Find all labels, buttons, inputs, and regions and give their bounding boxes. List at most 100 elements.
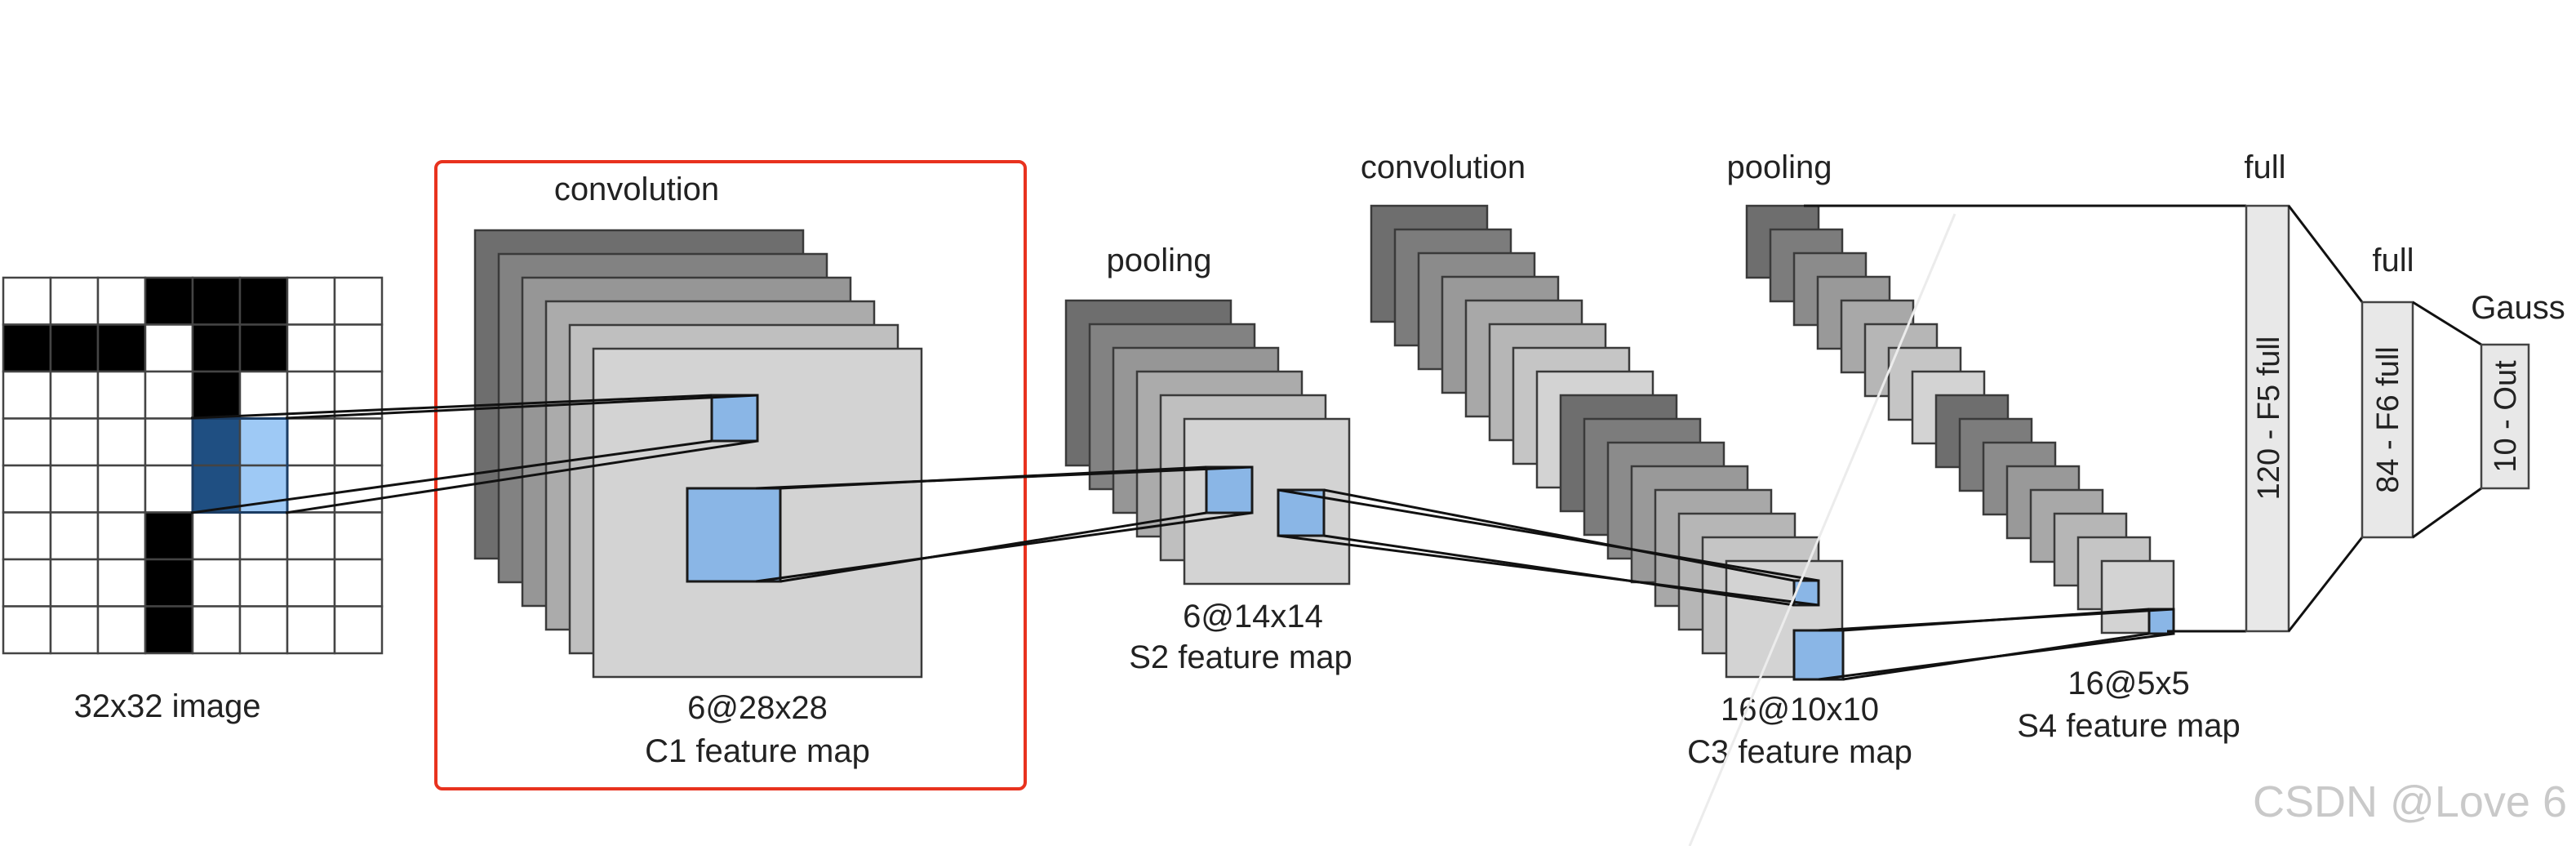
f6-to-out-bottom-line: [2412, 487, 2482, 539]
c1-feature-map-stack: [473, 229, 923, 679]
input-grid-cell: [144, 464, 194, 514]
input-grid-cell: [144, 276, 194, 326]
input-grid-cell: [333, 323, 384, 373]
input-grid-cell: [238, 276, 289, 326]
input-grid-cell: [49, 558, 100, 608]
s2-feature-map-stack: [1064, 299, 1351, 586]
connection-line: [755, 465, 1253, 490]
input-grid-cell: [238, 558, 289, 608]
input-grid-cell: [96, 605, 147, 655]
f5-fully-connected-layer: [2245, 204, 2290, 633]
input-grid-cell: [191, 558, 242, 608]
input-grid-cell: [96, 276, 147, 326]
f5-name-label: 120 - F5 full: [2252, 336, 2286, 501]
input-grid-cell: [49, 417, 100, 467]
input-grid-cell: [2, 323, 52, 373]
input-grid-cell: [286, 605, 336, 655]
input-grid-cell: [191, 605, 242, 655]
connection-line: [1277, 488, 1819, 582]
input-grid-cell: [191, 276, 242, 326]
input-grid-cell: [191, 417, 242, 467]
connection-line: [285, 394, 758, 420]
c1-pooling-window: [686, 487, 782, 583]
receptive-field-connections: [190, 394, 2174, 681]
input-grid-cell: [49, 276, 100, 326]
input-grid-cell: [191, 323, 242, 373]
input-grid-cell: [238, 511, 289, 561]
connection-line: [1818, 608, 2174, 632]
f6-operation-label: full: [2372, 243, 2414, 278]
connection-line: [1323, 488, 1795, 582]
output-operation-label: Gauss: [2471, 290, 2565, 326]
input-receptive-patch: [191, 417, 289, 514]
f5-to-f6-top-line: [2287, 205, 2364, 303]
input-grid-cell: [49, 323, 100, 373]
c3-pooling-window: [1792, 629, 1845, 681]
s4-feature-map-stack: [1745, 204, 2175, 635]
s4-name-label: S4 feature map: [2017, 708, 2241, 744]
input-grid-cell: [49, 511, 100, 561]
input-grid-cell: [286, 511, 336, 561]
input-grid-cell: [238, 370, 289, 420]
background-diagonal-line: [1688, 213, 1956, 846]
connection-line: [190, 439, 713, 514]
s2-operation-label: pooling: [1106, 243, 1211, 278]
input-grid-cell: [2, 511, 52, 561]
input-grid-cell: [191, 464, 242, 514]
s2-size-label: 6@14x14: [1183, 599, 1323, 634]
input-grid-cell: [2, 276, 52, 326]
input-grid-cell: [286, 323, 336, 373]
input-grid-cell: [2, 605, 52, 655]
input-grid-cell: [96, 558, 147, 608]
output-layer: [2480, 343, 2530, 490]
c1-receptive-field: [710, 394, 759, 443]
output-name-label: 10 - Out: [2489, 360, 2523, 473]
c3-size-label: 16@10x10: [1721, 692, 1879, 728]
input-grid-cell: [2, 464, 52, 514]
input-grid-cell: [333, 511, 384, 561]
c3-name-label: C3 feature map: [1687, 734, 1912, 770]
connection-line: [1818, 632, 2174, 681]
input-grid-cell: [49, 464, 100, 514]
input-grid-cell: [96, 511, 147, 561]
input-grid-cell: [144, 605, 194, 655]
f6-to-out-top-line: [2412, 301, 2482, 346]
input-grid-cell: [144, 323, 194, 373]
connection-line: [1277, 534, 1819, 607]
c1-operation-label: convolution: [554, 171, 719, 207]
input-grid-cell: [286, 558, 336, 608]
connection-line: [755, 511, 1253, 583]
f5-operation-label: full: [2244, 149, 2285, 185]
watermark: CSDN @Love 6: [2253, 777, 2567, 826]
input-grid-cell: [191, 511, 242, 561]
input-grid-cell: [2, 417, 52, 467]
s2-pooled-unit: [1205, 465, 1254, 514]
input-grid-cell: [286, 417, 336, 467]
input-grid-cell: [238, 417, 289, 467]
input-grid-cell: [238, 323, 289, 373]
f6-name-label: 84 - F6 full: [2371, 346, 2405, 493]
connection-line: [1323, 534, 1795, 607]
c3-feature-map-stack: [1370, 204, 1845, 681]
input-grid-cell: [333, 558, 384, 608]
input-grid-cell: [96, 370, 147, 420]
input-grid-cell: [2, 370, 52, 420]
input-grid-cell: [96, 323, 147, 373]
input-image-grid: [2, 276, 384, 655]
input-grid-cell: [238, 605, 289, 655]
s2-name-label: S2 feature map: [1129, 639, 1352, 675]
input-grid-cell: [96, 464, 147, 514]
input-grid-cell: [96, 417, 147, 467]
input-grid-cell: [49, 605, 100, 655]
c1-size-label: 6@28x28: [687, 690, 828, 726]
connection-line: [285, 439, 758, 514]
input-grid-cell: [286, 276, 336, 326]
input-grid-cell: [144, 417, 194, 467]
input-grid-cell: [144, 511, 194, 561]
c1-name-label: C1 feature map: [645, 733, 870, 769]
input-grid-cell: [333, 276, 384, 326]
input-grid-cell: [333, 605, 384, 655]
input-caption: 32x32 image: [73, 688, 260, 724]
s4-unit: [2147, 608, 2175, 635]
